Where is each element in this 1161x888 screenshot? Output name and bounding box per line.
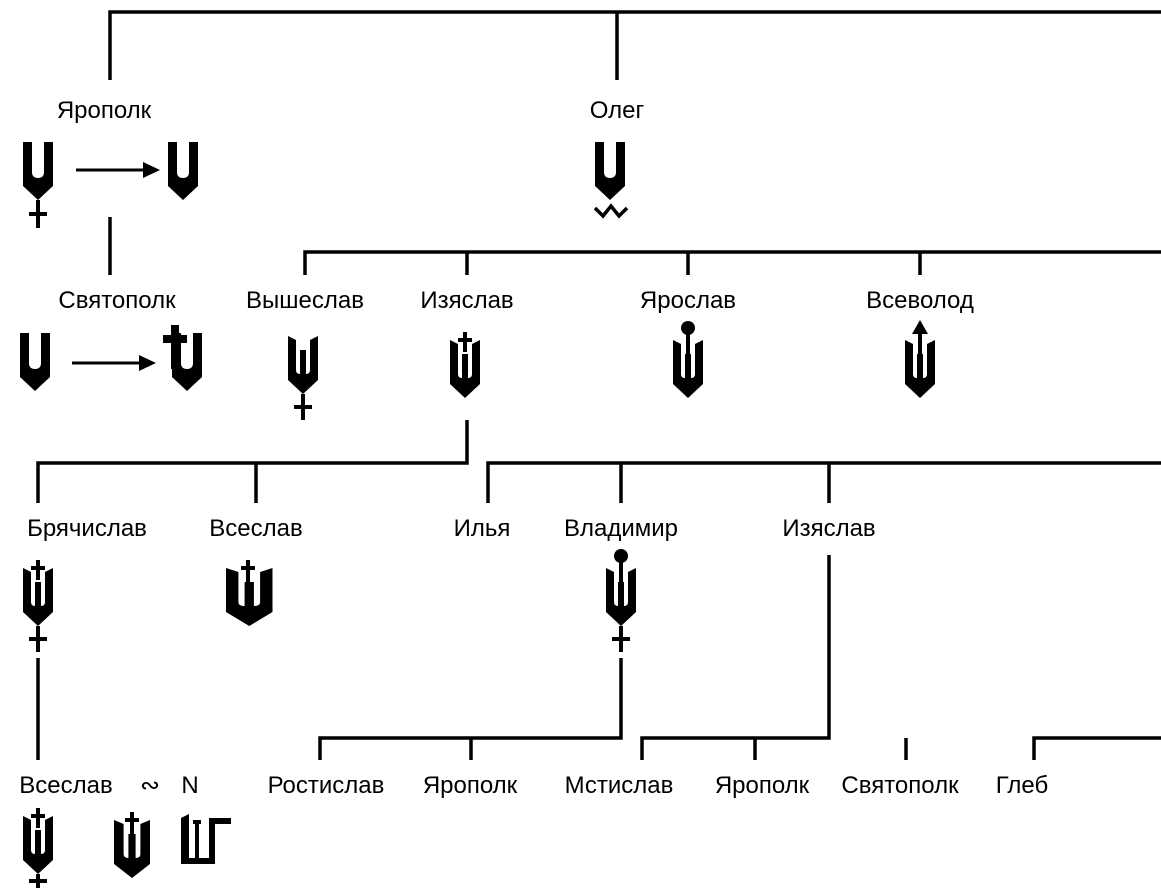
trident-double-cross-icon: [23, 808, 53, 888]
name-izyaslav2: Изяслав: [782, 515, 875, 542]
trident-arrow-icon: [905, 320, 935, 398]
bident-zigzag-icon: [593, 142, 629, 219]
trident-cross-top-icon: [226, 560, 273, 626]
name-vsevolod: Всеволод: [866, 287, 974, 314]
name-yaropolk: Ярополк: [57, 97, 152, 124]
bident-icon: [168, 142, 198, 200]
name-gleb: Глеб: [996, 772, 1048, 799]
name-vysheslav: Вышеслав: [246, 287, 364, 314]
yaroslav-sons-line: [486, 461, 1161, 503]
name-ilya: Илья: [454, 515, 511, 542]
trident-cross-top-icon: [114, 812, 150, 878]
trident-ring-icon: [673, 321, 703, 398]
arrow-right-icon: [76, 162, 160, 178]
name-yaroslav: Ярослав: [640, 287, 736, 314]
izyaslav2-sons-line: [640, 555, 831, 760]
name-izyaslav: Изяслав: [420, 287, 513, 314]
izyaslav-sons-line: [36, 420, 469, 503]
trident-cross-icon: [288, 336, 318, 420]
name-spouse: N: [181, 772, 198, 799]
trident-square-icon: [181, 814, 231, 864]
name-svyatopolk2: Святополк: [841, 772, 959, 799]
top-line: [108, 10, 1161, 80]
name-labels: Ярополк Олег Святополк Вышеслав Изяслав …: [19, 97, 1048, 799]
bident-cross-icon: [23, 142, 53, 228]
trident-cross-top-icon: [450, 332, 480, 398]
gleb-line: [1032, 736, 1161, 760]
name-mstislav: Мстислав: [565, 772, 674, 799]
connector-lines: [36, 10, 1161, 760]
name-vladimir: Владимир: [564, 515, 678, 542]
name-svyatopolk: Святополк: [58, 287, 176, 314]
bident-icon: [20, 333, 50, 391]
name-vseslav2: Всеслав: [19, 772, 112, 799]
name-vseslav: Всеслав: [209, 515, 302, 542]
arrow-right-icon: [72, 355, 156, 371]
emblems: [20, 142, 935, 888]
trident-ring-cross-icon: [606, 549, 636, 652]
marriage-symbol: ∾: [140, 772, 160, 799]
name-yaropolk2: Ярополк: [423, 772, 518, 799]
name-rostislav: Ростислав: [268, 772, 385, 799]
trident-double-cross-icon: [23, 560, 53, 652]
bident-cross-top-icon: [163, 325, 202, 391]
gen2-line: [303, 250, 1161, 275]
name-yaropolk3: Ярополк: [715, 772, 810, 799]
name-bryachislav: Брячислав: [27, 515, 147, 542]
name-oleg: Олег: [590, 97, 645, 124]
